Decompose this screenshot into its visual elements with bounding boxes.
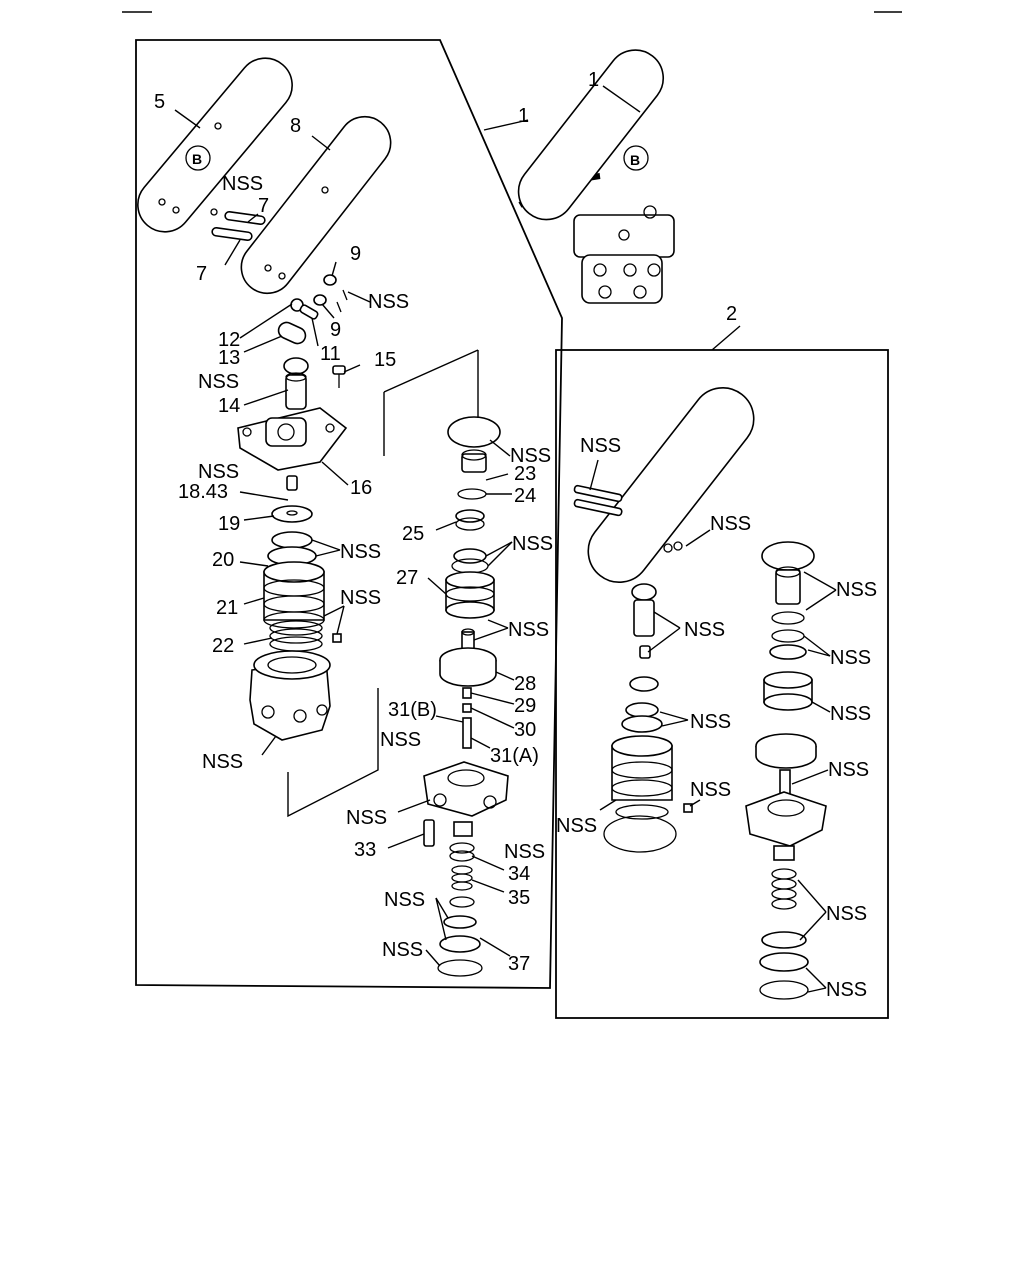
pedal-logo-5: B: [192, 151, 202, 167]
label-34: 34: [508, 863, 530, 885]
label-5: 5: [154, 91, 165, 113]
label-nss-cap: NSS: [510, 445, 551, 467]
label-nss-k2-spring: NSS: [556, 815, 597, 837]
ring-25: [455, 509, 485, 531]
piston-21: [263, 561, 325, 629]
spring-22: [269, 620, 342, 652]
ring-24: [457, 488, 487, 500]
roller-parts: [277, 298, 319, 345]
label-nss-18: NSS: [198, 461, 239, 483]
small-parts-29-31: [462, 687, 472, 749]
pedal-plate-8: [240, 115, 392, 295]
kit-2-right-column: [745, 541, 827, 1000]
label-kit-1: 1: [518, 105, 529, 127]
label-33: 33: [354, 839, 376, 861]
label-nss-7: NSS: [222, 173, 263, 195]
kit-2-plunger: [631, 583, 657, 659]
label-nss-k2-nut: NSS: [690, 779, 731, 801]
label-nss-k2-base: NSS: [826, 979, 867, 1001]
label-20: 20: [212, 549, 234, 571]
label-14: 14: [218, 395, 240, 417]
label-19: 19: [218, 513, 240, 535]
diaphragm-28: [439, 647, 497, 687]
label-27: 27: [396, 567, 418, 589]
label-35: 35: [508, 887, 530, 909]
label-22: 22: [212, 635, 234, 657]
parts-nss-37: [437, 915, 483, 977]
cap-top-nss: [447, 416, 501, 448]
label-30: 30: [514, 719, 536, 741]
cap-20: [267, 531, 317, 566]
label-nss-k2-cap: NSS: [836, 579, 877, 601]
seals-nss: [451, 548, 489, 574]
spring-35: [449, 865, 475, 908]
kit-2-piston: [603, 676, 693, 853]
label-nss-34: NSS: [504, 841, 545, 863]
label-29: 29: [514, 695, 536, 717]
label-nss-9: NSS: [368, 291, 409, 313]
label-9a: 9: [350, 243, 361, 265]
label-nss-14: NSS: [198, 371, 239, 393]
label-31a: 31(A): [490, 745, 539, 767]
label-nss-35: NSS: [384, 889, 425, 911]
label-7b: 7: [196, 263, 207, 285]
callout-labels: 1 1 2 5 8 NSS 7 7 9 9 NSS 12 13 11 NSS 1…: [154, 69, 877, 1001]
seal-23: [461, 449, 487, 473]
label-28: 28: [514, 673, 536, 695]
label-15: 15: [374, 349, 396, 371]
screw-18: [286, 475, 298, 491]
disc-19: [271, 505, 313, 523]
label-nss-body: NSS: [202, 751, 243, 773]
assembled-brake-valve: [517, 49, 675, 304]
label-11: 11: [320, 343, 341, 365]
label-nss-k2-disc: NSS: [690, 711, 731, 733]
label-16: 16: [350, 477, 372, 499]
label-18-43: 18.43: [178, 481, 228, 503]
label-nss-body-center: NSS: [346, 807, 387, 829]
label-nss-30: NSS: [380, 729, 421, 751]
screw-15: [332, 365, 346, 388]
label-nss-k2-ring: NSS: [830, 647, 871, 669]
label-nss-37: NSS: [382, 939, 423, 961]
screw-33: [423, 819, 435, 847]
label-nss-k2-piston: NSS: [830, 703, 871, 725]
kit-2-frame: [555, 349, 889, 1019]
label-nss-k2-plunger: NSS: [684, 619, 725, 641]
pedal-plate-5: [137, 57, 293, 233]
label-nss-k2-pins: NSS: [580, 435, 621, 457]
mounting-plate-16: [237, 407, 348, 471]
label-21: 21: [216, 597, 238, 619]
leader-lines: [174, 85, 837, 993]
label-24: 24: [514, 485, 536, 507]
piston-27: [445, 571, 495, 619]
label-12: 12: [218, 329, 240, 351]
pedal-logo-assembled: B: [630, 152, 640, 168]
label-kit-2: 2: [726, 303, 737, 325]
kit-2-pedal: [573, 387, 755, 583]
label-nss-27: NSS: [508, 619, 549, 641]
washers-9: [313, 274, 348, 313]
valve-body-lower: [249, 650, 331, 741]
label-nss-25: NSS: [512, 533, 553, 555]
label-nss-20: NSS: [340, 541, 381, 563]
label-nss-k2-clip: NSS: [710, 513, 751, 535]
label-nss-k2-lower: NSS: [826, 903, 867, 925]
seal-34: [449, 821, 475, 862]
label-37: 37: [508, 953, 530, 975]
label-13: 13: [218, 347, 240, 369]
label-nss-21: NSS: [340, 587, 381, 609]
label-7a: 7: [258, 195, 269, 217]
label-kit-1-top: 1: [588, 69, 599, 91]
label-25: 25: [402, 523, 424, 545]
valve-body-center: [423, 761, 509, 817]
label-9b: 9: [330, 319, 341, 341]
label-31b: 31(B): [388, 699, 437, 721]
label-23: 23: [514, 463, 536, 485]
plunger-14: [283, 357, 309, 410]
label-nss-k2-stem: NSS: [828, 759, 869, 781]
label-8: 8: [290, 115, 301, 137]
pins-7: [210, 208, 266, 242]
